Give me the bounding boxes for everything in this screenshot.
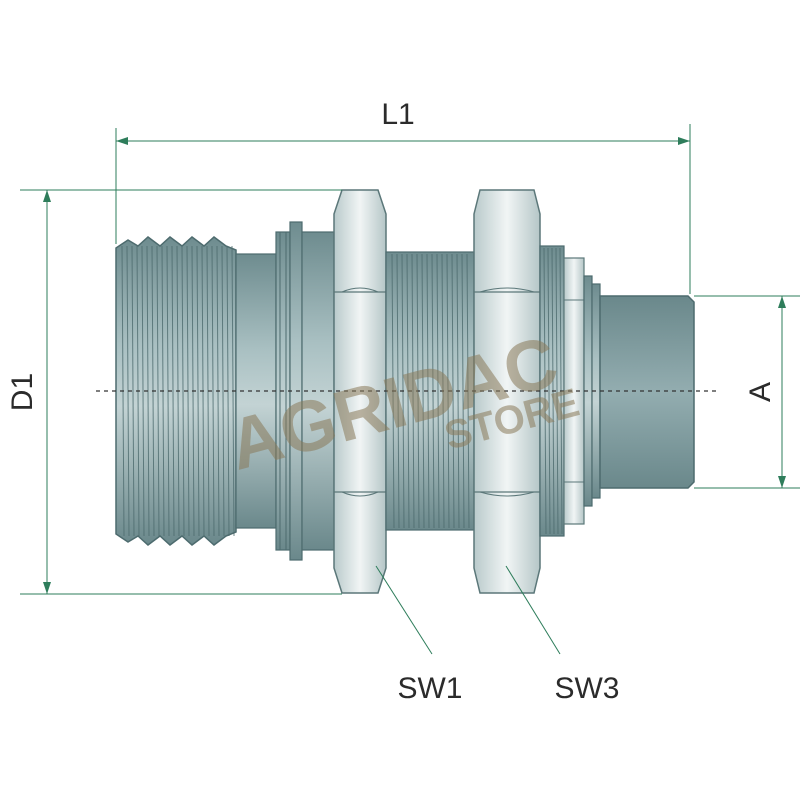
- label-sw1: SW1: [397, 672, 462, 705]
- dimension-l1: L1: [115, 98, 691, 294]
- thread-line: [211, 245, 215, 537]
- dimension-a: A: [694, 295, 800, 489]
- leader-sw1: SW1: [375, 565, 463, 705]
- thread-line: [396, 253, 400, 529]
- label-a: A: [744, 382, 777, 402]
- thread-line: [436, 253, 440, 529]
- thread-line: [181, 245, 185, 537]
- thread-line: [555, 247, 559, 535]
- thread-line: [131, 245, 135, 537]
- thread-line: [141, 245, 145, 537]
- thread-line: [547, 247, 551, 535]
- thread-line: [196, 245, 200, 537]
- thread-line: [411, 253, 415, 529]
- thread-line: [171, 245, 175, 537]
- thread-line: [221, 245, 225, 537]
- label-d1: D1: [6, 373, 39, 411]
- label-l1: L1: [381, 98, 414, 131]
- thread-line: [461, 253, 465, 529]
- thread-line: [421, 253, 425, 529]
- leader-sw3: SW3: [505, 565, 620, 705]
- thread-line: [451, 253, 455, 529]
- thread-line: [156, 245, 160, 537]
- label-sw3: SW3: [554, 672, 619, 705]
- spigot: [599, 295, 695, 489]
- dimension-d1: D1: [6, 189, 342, 595]
